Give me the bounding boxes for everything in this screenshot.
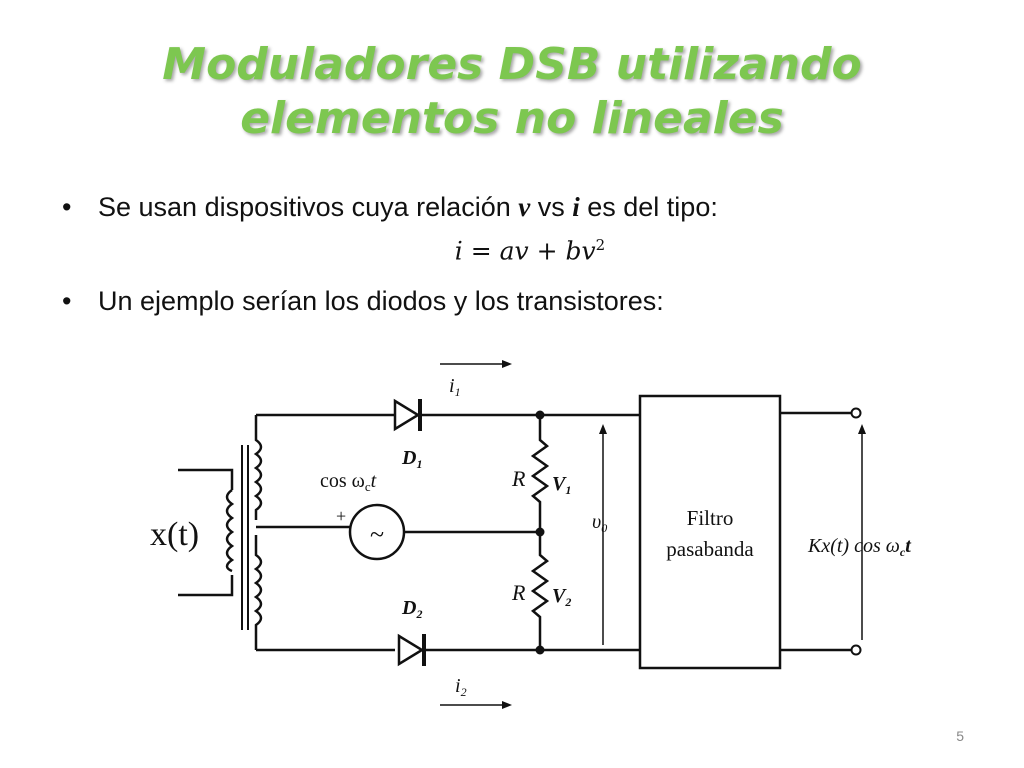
current-1-label: i1 [449, 375, 461, 399]
resistor-top [530, 415, 550, 532]
diode-1 [393, 398, 422, 432]
bullet-1-text-c: es del tipo: [579, 192, 718, 222]
bullet-1-symbol-v: v [518, 192, 531, 222]
slide-title: Moduladores DSB utilizando elementos no … [0, 38, 1024, 146]
primary-bottom-lead [178, 575, 234, 597]
junction-dots [535, 410, 545, 655]
resistor-top-label: R [511, 466, 526, 491]
diode-2 [397, 633, 426, 667]
bullet-1-symbol-i: i [572, 192, 580, 222]
primary-coil [225, 488, 235, 573]
output-terminal-bottom [850, 644, 862, 656]
formula-expression: i = av + bv [454, 236, 596, 266]
source-symbol: ~ [370, 520, 384, 549]
resistor-bottom [530, 532, 550, 650]
junction-middle [535, 527, 545, 537]
filter-box [638, 394, 782, 670]
page-number: 5 [956, 728, 964, 744]
bullet-dot: • [62, 286, 72, 316]
current-2-label: i2 [455, 675, 467, 699]
bullet-2: • Un ejemplo serían los diodos y los tran… [62, 285, 664, 317]
bullet-1-text-a: Se usan dispositivos cuya relación [98, 192, 519, 222]
resistor-bottom-label: R [511, 580, 526, 605]
secondary-coil-bottom [253, 535, 263, 650]
filter-label-line-2: pasabanda [666, 537, 754, 561]
output-terminals [850, 407, 862, 656]
primary-top-lead [178, 468, 234, 490]
circuit-wires [178, 363, 863, 706]
title-line-2: elementos no lineales [240, 93, 784, 144]
bullet-1-text-b: vs [530, 192, 573, 222]
ac-source [348, 503, 406, 561]
source-plus-sign: + [336, 506, 346, 526]
circuit-diagram: x(t) cos ωct ~ + D1 D2 i1 i2 R R V1 V2 υ… [150, 360, 912, 709]
junction-top [535, 410, 545, 420]
current-2-arrowhead [502, 701, 512, 709]
filter-label-line-1: Filtro [687, 506, 734, 530]
output-voltage-arrowhead [599, 424, 607, 434]
bullet-1: • Se usan dispositivos cuya relación v vs… [62, 191, 718, 223]
output-voltage-label: υ0 [592, 511, 607, 535]
output-terminal-top [850, 407, 862, 419]
current-1-arrowhead [502, 360, 512, 368]
formula: i = av + bv2 [420, 229, 640, 267]
voltage-1-label: V1 [552, 473, 571, 497]
diode-1-label: D1 [401, 447, 422, 471]
source-label: cos ωct [320, 470, 377, 494]
title-line-1: Moduladores DSB utilizando [162, 39, 862, 90]
output-signal-arrowhead [858, 424, 866, 434]
junction-bottom [535, 645, 545, 655]
bullet-dot: • [62, 192, 72, 222]
voltage-2-label: V2 [552, 585, 571, 609]
diode-2-label: D2 [401, 597, 422, 621]
arrowheads [502, 360, 866, 709]
formula-exponent: 2 [595, 236, 606, 254]
output-label: Kx(t) cos ωct [807, 535, 912, 559]
bullet-2-text: Un ejemplo serían los diodos y los trans… [98, 286, 664, 316]
secondary-coil-top [253, 415, 263, 520]
input-label: x(t) [150, 516, 199, 553]
